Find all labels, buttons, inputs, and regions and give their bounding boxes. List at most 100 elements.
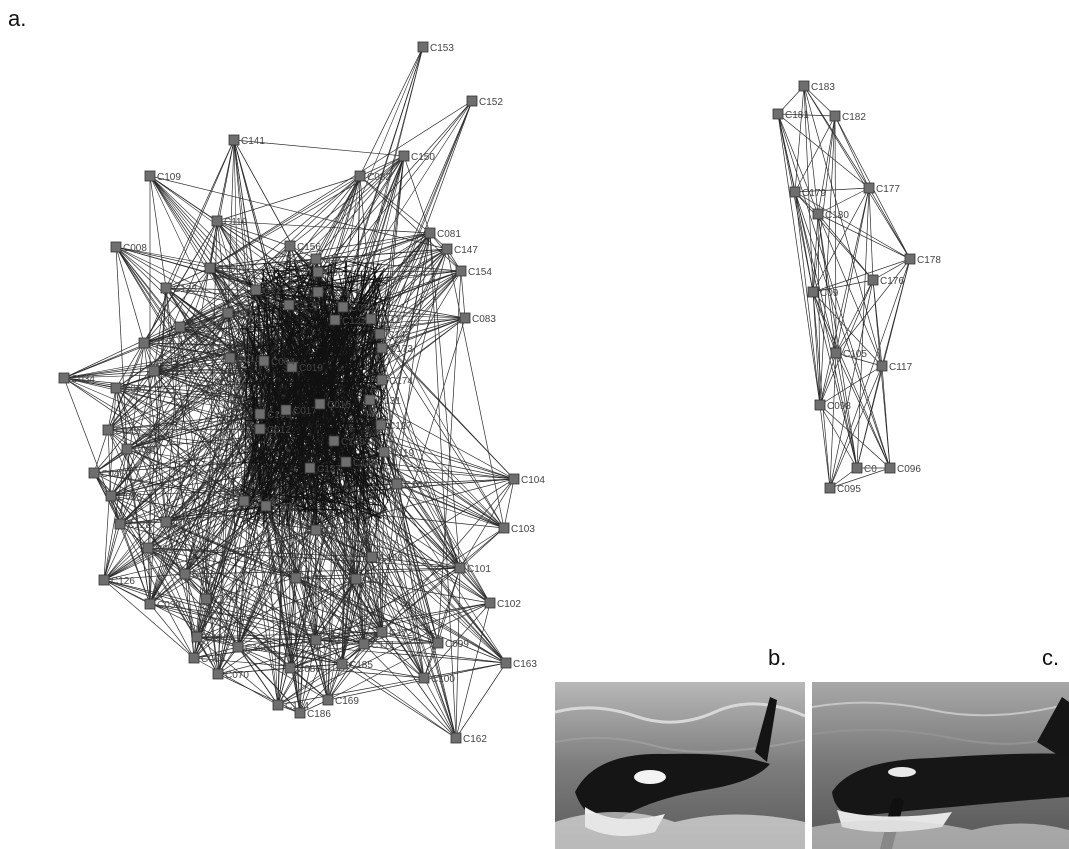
main-network-node <box>88 467 100 479</box>
main-network-edge <box>317 248 448 273</box>
small-network-node <box>904 253 916 265</box>
main-network-node-label: C083 <box>472 314 496 325</box>
small-network-edge <box>817 213 874 281</box>
main-network-node-label: C042 <box>192 570 216 581</box>
main-network-node <box>204 262 216 274</box>
main-network-edge <box>196 636 239 648</box>
main-network-node-label: C062 <box>325 268 349 279</box>
small-network-edge <box>794 191 891 469</box>
main-network-node-label: C104 <box>521 475 545 486</box>
main-network-edge <box>196 357 231 638</box>
main-network-core-edge <box>262 492 381 506</box>
main-network-edge <box>196 636 219 675</box>
small-network-node-label: C117 <box>889 362 913 373</box>
small-network-edge <box>817 115 836 215</box>
main-network-node-label: C035 <box>187 323 211 334</box>
main-network-edge <box>184 320 259 575</box>
small-network-edge <box>868 187 911 260</box>
main-network-edge <box>359 155 405 177</box>
main-network-edge <box>110 450 250 497</box>
main-network-edge <box>153 370 207 600</box>
main-network-edge <box>359 175 431 234</box>
small-network-edge <box>777 113 819 215</box>
main-network-edge <box>153 370 167 523</box>
main-network-core-edge <box>286 425 357 462</box>
main-network-core-edge <box>267 267 276 433</box>
main-network-edge <box>107 429 383 633</box>
main-network-edge <box>63 377 261 415</box>
main-network-edge <box>147 547 207 600</box>
main-network-edge <box>165 258 317 289</box>
main-network-node <box>322 694 334 706</box>
main-network-edge <box>149 603 439 644</box>
small-network-node <box>876 360 888 372</box>
small-network-node-label: C183 <box>811 82 835 93</box>
main-network-node-label: C043 <box>155 544 179 555</box>
main-network-core-edge <box>286 265 308 268</box>
main-network-edge <box>423 677 457 739</box>
small-network-node-label: C176 <box>880 276 904 287</box>
main-network-node <box>417 41 429 53</box>
small-network-edge <box>835 187 870 354</box>
main-network-node-label: C046 <box>101 469 125 480</box>
main-network-core-edge <box>251 311 307 354</box>
main-network-node-label: C159 <box>213 595 237 606</box>
main-network-core-edge <box>341 382 380 390</box>
main-network-edge <box>165 316 254 523</box>
main-network-node <box>191 631 203 643</box>
main-network-edge <box>165 521 291 669</box>
main-network-node <box>98 574 110 586</box>
main-network-edge <box>153 370 247 402</box>
main-network-node-label: C126 <box>111 576 135 587</box>
main-network-core-edge <box>274 269 385 301</box>
main-network-edge <box>149 175 448 250</box>
main-network-edge <box>237 646 279 706</box>
main-network-edge <box>147 547 301 714</box>
main-network-edge <box>315 639 457 739</box>
main-network-edge <box>455 602 491 739</box>
small-network-edge <box>794 85 805 193</box>
small-network-edge <box>872 258 911 281</box>
main-network-edge <box>251 484 279 706</box>
small-network-edge <box>777 113 821 406</box>
small-network-node <box>884 462 896 474</box>
main-network-node <box>508 473 520 485</box>
main-network-edge <box>107 342 145 431</box>
main-network-edge <box>217 442 231 675</box>
main-network-edge <box>455 567 461 739</box>
main-network-node-label: C168 <box>379 553 403 564</box>
main-network-core-edge <box>348 305 381 313</box>
main-network-core-edge <box>278 445 378 515</box>
main-network-edge <box>333 440 507 664</box>
main-network-edge <box>196 441 256 638</box>
main-network-node <box>284 662 296 674</box>
main-network-node-label: C070 <box>225 670 249 681</box>
main-network-node-label: C171 <box>371 640 395 651</box>
main-network-core-edge <box>307 482 376 512</box>
main-network-node <box>455 265 467 277</box>
main-network-node-label: C012 <box>267 425 291 436</box>
main-network-node <box>376 626 388 638</box>
small-network-edge <box>835 352 883 367</box>
main-network-node <box>272 699 284 711</box>
main-network-edge <box>295 577 357 580</box>
main-network-node-label: C157 <box>323 255 347 266</box>
main-network-edge <box>396 478 515 485</box>
main-network-node <box>250 284 262 296</box>
main-network-core-edge <box>279 439 318 459</box>
main-network-node-label: C141 <box>241 136 265 147</box>
main-network-node-label: C029 <box>151 339 175 350</box>
small-network-node-label: C096 <box>897 464 921 475</box>
small-network-edge <box>819 404 891 469</box>
main-network-edge <box>403 155 431 234</box>
main-network-core-edge <box>243 343 291 367</box>
main-network-edge <box>446 248 505 529</box>
main-network-edge <box>341 424 382 665</box>
main-network-edge <box>459 478 515 569</box>
main-network-edge <box>115 246 231 395</box>
main-network-node <box>432 637 444 649</box>
main-network-core-edge <box>348 288 390 414</box>
small-network-node-label: C177 <box>876 184 900 195</box>
main-network-edge <box>423 642 439 679</box>
small-network-node-label: C182 <box>842 112 866 123</box>
